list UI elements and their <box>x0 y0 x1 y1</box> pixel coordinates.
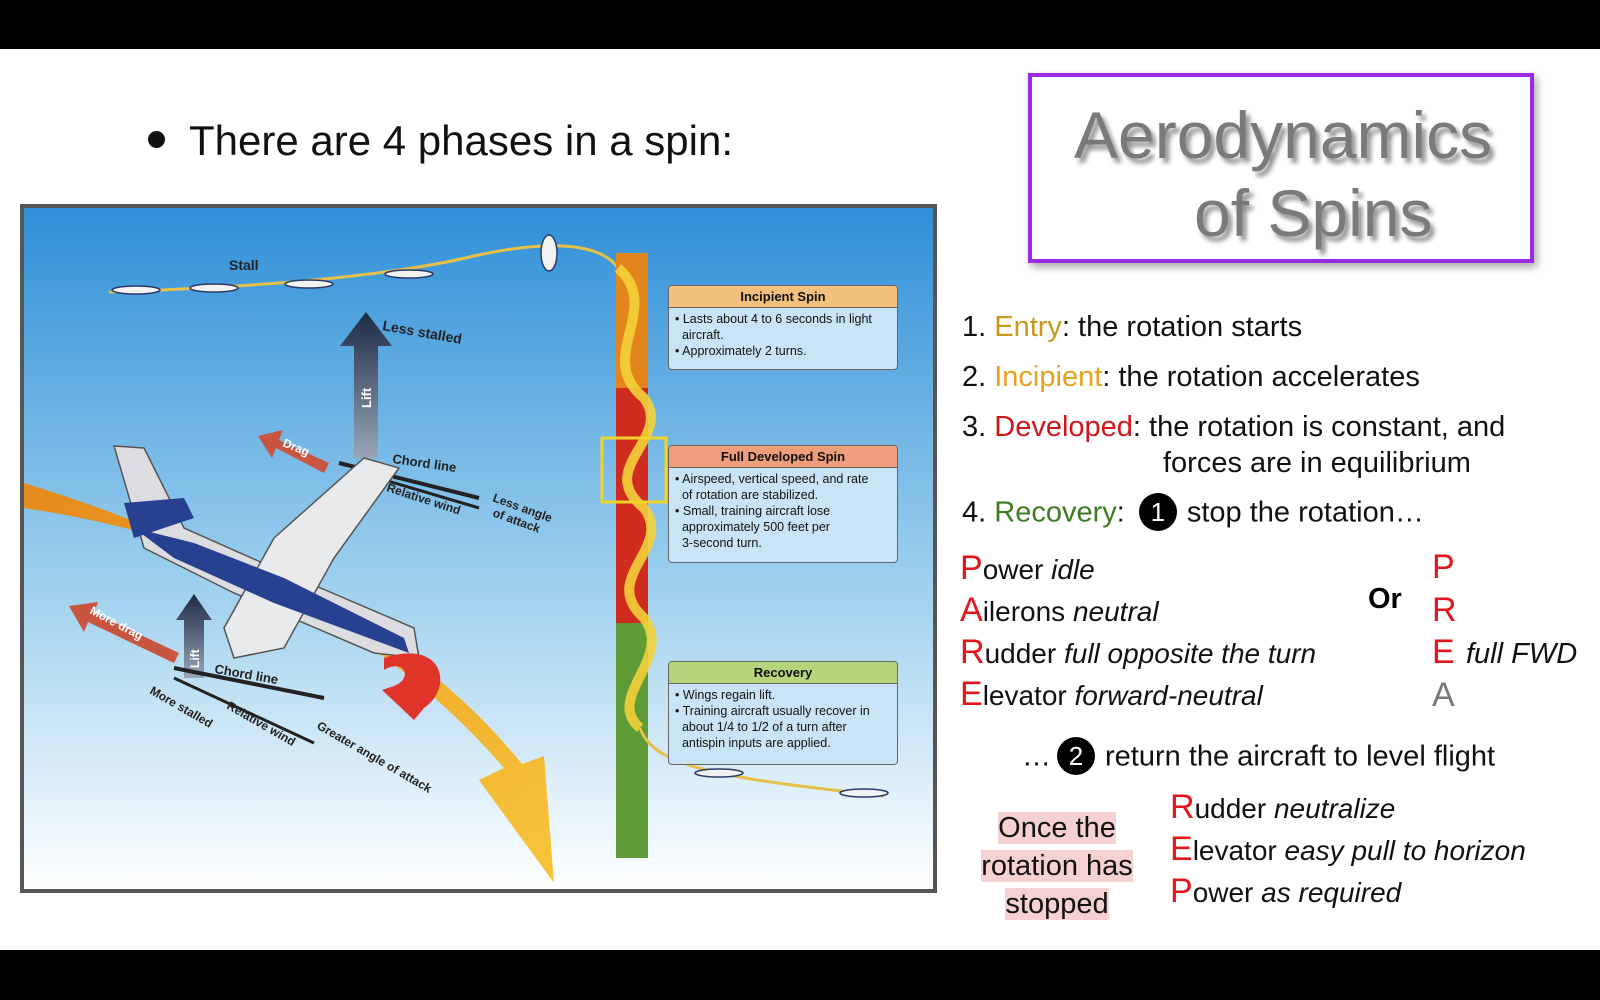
pare-rudder: Rudder full opposite the turn <box>960 633 1317 671</box>
full-developed-spin-box: Full Developed Spin • Airspeed, vertical… <box>668 445 898 563</box>
title-box: Aerodynamics of Spins <box>1028 73 1534 263</box>
label-lift-upper: Lift <box>359 387 374 408</box>
recovery-box: Recovery • Wings regain lift. • Training… <box>668 661 898 765</box>
prea-full-fwd: full FWD <box>1466 638 1578 670</box>
title-line-1: Aerodynamics <box>1074 98 1493 172</box>
more-drag-arrow <box>69 602 179 663</box>
recovery-aircraft <box>694 768 889 798</box>
label-stall: Stall <box>229 257 259 273</box>
drag-arrow <box>258 430 329 473</box>
incipient-spin-title: Incipient Spin <box>669 286 897 308</box>
spin-diagram: Stall Less stalled Lift Drag Chord line … <box>20 204 937 893</box>
highlight-square <box>600 436 668 504</box>
developed-bullet-2: • Small, training aircraft lose approxim… <box>675 504 831 550</box>
prea-a: A <box>1432 676 1455 714</box>
incipient-bullet-2: • Approximately 2 turns. <box>675 344 807 358</box>
phase-2: 2. Incipient: the rotation accelerates <box>962 361 1420 393</box>
bullet-text: There are 4 phases in a spin: <box>148 117 733 165</box>
full-developed-spin-title: Full Developed Spin <box>669 446 897 468</box>
rotation-arrow <box>382 653 441 720</box>
step-1-circle: 1 <box>1138 493 1177 531</box>
label-lift-lower: Lift <box>188 649 202 668</box>
phase-1: 1. Entry: the rotation starts <box>962 311 1303 343</box>
lift-arrow-lower <box>176 594 212 678</box>
recovery-title: Recovery <box>669 662 897 684</box>
step-2-circle: 2 <box>1057 737 1095 775</box>
phase-3-continued: forces are in equilibrium <box>1163 447 1471 479</box>
prea-r: R <box>1432 591 1457 629</box>
rep-power: Power as required <box>1170 872 1402 910</box>
spin-helix <box>614 264 657 732</box>
once-stopped-note: Once the rotation has stopped <box>981 812 1133 920</box>
developed-bullet-1: • Airspeed, vertical speed, and rate of … <box>675 472 869 502</box>
rep-rudder: Rudder neutralize <box>1170 788 1396 826</box>
pare-ailerons: Ailerons neutral <box>960 591 1159 629</box>
bullet-dot <box>148 131 165 149</box>
or-label: Or <box>1368 583 1402 615</box>
lift-arrow-upper <box>340 312 392 458</box>
recovery-bullet-2: • Training aircraft usually recover in a… <box>675 704 870 750</box>
rep-elevator: Elevator easy pull to horizon <box>1170 830 1526 868</box>
pare-elevator: Elevator forward-neutral <box>960 675 1263 713</box>
prea-p: P <box>1432 548 1455 586</box>
chord-line-lower <box>173 666 325 700</box>
incipient-bullet-1: • Lasts about 4 to 6 seconds in light ai… <box>675 312 872 342</box>
incipient-spin-box: Incipient Spin • Lasts about 4 to 6 seco… <box>668 285 898 370</box>
title-line-2: of Spins <box>1194 176 1433 250</box>
phase-3: 3. Developed: the rotation is constant, … <box>962 411 1506 443</box>
aircraft <box>112 445 441 720</box>
relative-wind-lower <box>173 676 315 745</box>
pare-power: Power idle <box>960 549 1095 587</box>
top-letterbox <box>0 0 1600 49</box>
slide: There are 4 phases in a spin: Aerodynami… <box>0 49 1600 950</box>
prea-e: E <box>1432 633 1455 671</box>
recovery-bullet-1: • Wings regain lift. <box>675 688 776 702</box>
stall-aircraft-sequence <box>111 234 558 295</box>
bottom-letterbox <box>0 950 1600 1000</box>
